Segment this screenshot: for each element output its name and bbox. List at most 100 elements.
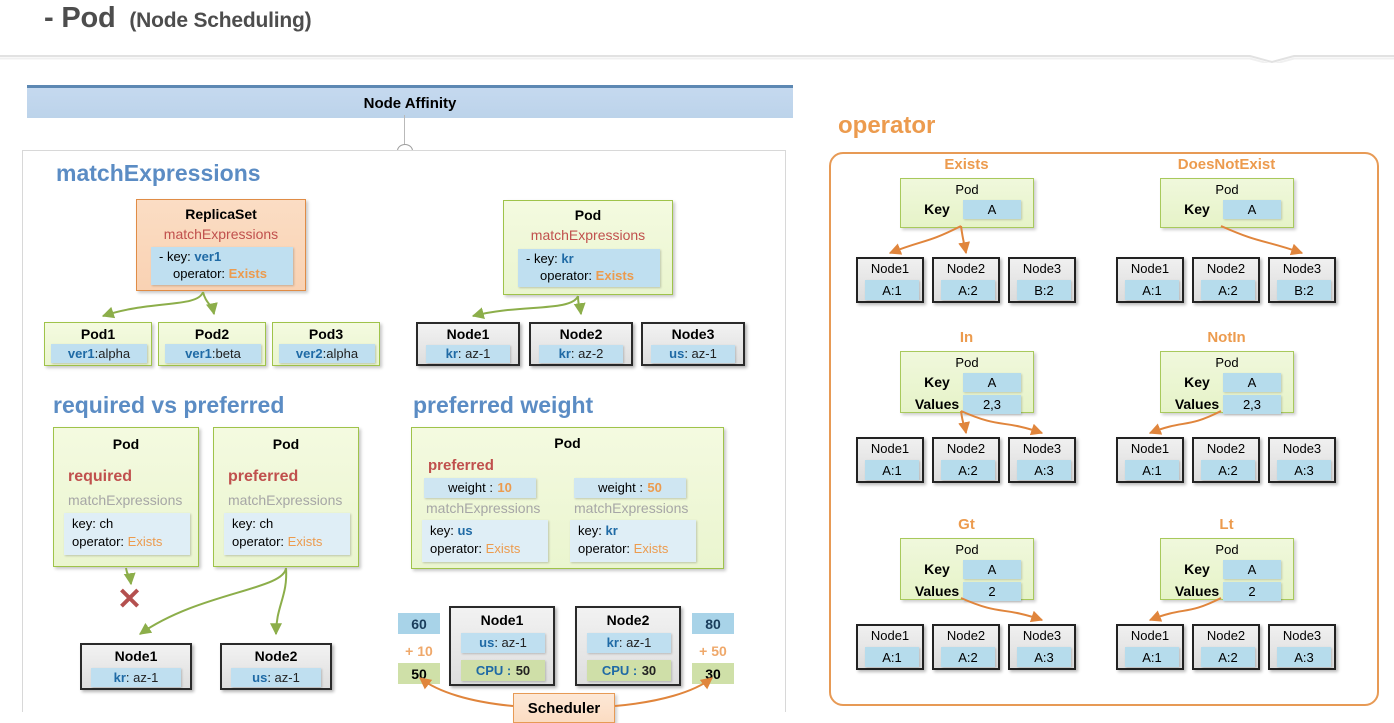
pw-node-2-cpu-label: CPU : — [601, 662, 638, 678]
operator-node-name: Node1 — [870, 441, 910, 456]
operator-node-name: Node3 — [1022, 261, 1062, 276]
pw-2-weight-value: 50 — [647, 480, 662, 495]
operator-node-chip: A:3 — [1277, 460, 1331, 480]
operator-node-chip: A:2 — [1201, 460, 1255, 480]
pod-3-title: Pod3 — [308, 326, 344, 342]
operator-node-chip: A:3 — [1017, 460, 1071, 480]
operator-pod-row-label: Values — [914, 583, 960, 599]
node-1-key: kr — [445, 346, 458, 361]
operator-pod-title: Pod — [955, 355, 979, 370]
preferred-weight-pod-box: Pod preferred weight : 10 matchExpressio… — [411, 427, 724, 569]
req-node-2-key: us — [252, 669, 268, 685]
header-divider — [0, 55, 1394, 63]
banner-connector-line — [404, 115, 405, 148]
pod-2-title: Pod2 — [194, 326, 230, 342]
operator-group-name-in: In — [959, 329, 974, 346]
operator-node-name: Node1 — [1130, 628, 1170, 643]
pw-mode-label: preferred — [428, 457, 494, 474]
operator-node-name: Node1 — [1130, 441, 1170, 456]
title-subtitle: (Node Scheduling) — [129, 9, 312, 32]
operator-node-chip: A:2 — [941, 280, 995, 300]
title-bullet: - — [44, 2, 54, 34]
operator-pod-row-label: Key — [924, 561, 950, 577]
required-pod-title: Pod — [112, 436, 140, 452]
pw-1-weight-label: weight : — [448, 480, 493, 495]
node-box-2: Node2 kr: az-2 — [529, 322, 633, 366]
operator-pod-row-label: Values — [1174, 396, 1220, 412]
pw-2-operator-value: Exists — [633, 541, 669, 556]
required-match-label: matchExpressions — [68, 492, 183, 508]
operator-pod-row-value: 2 — [1223, 581, 1281, 601]
node-affinity-label: Node Affinity — [363, 94, 457, 112]
pw-1-match-label: matchExpressions — [426, 500, 541, 516]
operator-pod-row-label: Key — [924, 201, 950, 217]
replicaset-operator-label: operator: — [173, 266, 226, 281]
section-heading-required-vs-preferred: required vs preferred — [53, 392, 285, 418]
scheduler-box: Scheduler — [513, 693, 615, 723]
required-operator-value: Exists — [127, 534, 163, 549]
node-1-title: Node1 — [446, 326, 490, 342]
replicaset-subtitle: matchExpressions — [163, 226, 279, 242]
replicaset-key-value: ver1 — [194, 249, 222, 264]
operator-node-chip: A:2 — [1201, 280, 1255, 300]
operator-node-name: Node3 — [1282, 628, 1322, 643]
pod-box-2: Pod2 ver1:beta — [158, 322, 266, 366]
section-heading-matchexpressions: matchExpressions — [56, 160, 261, 186]
req-target-node-1: Node1 kr: az-1 — [80, 643, 192, 690]
pw-1-weight-value: 10 — [497, 480, 512, 495]
req-target-node-2: Node2 us: az-1 — [220, 643, 332, 690]
pod-2-chip-key: ver1 — [185, 345, 212, 361]
preferred-operator-value: Exists — [287, 534, 323, 549]
req-node-2-title: Node2 — [254, 648, 298, 664]
pw-2-key-value: kr — [605, 523, 618, 538]
operator-node-chip: A:3 — [1017, 647, 1071, 667]
required-operator-label: operator: — [72, 534, 125, 549]
operator-node-chip: A:1 — [865, 280, 919, 300]
pod-match-subtitle: matchExpressions — [530, 227, 646, 243]
pod-match-key-label: - key: — [526, 251, 558, 266]
node-affinity-banner: Node Affinity — [27, 85, 793, 118]
required-pod-box: Pod required matchExpressions key: ch op… — [53, 427, 199, 567]
node-2-val: : az-2 — [570, 346, 604, 361]
operator-node-name: Node2 — [946, 628, 986, 643]
operator-group-name-lt: Lt — [1219, 516, 1234, 533]
pw-node-1-key: us — [479, 635, 495, 650]
operator-pod-row-label: Values — [1174, 583, 1220, 599]
operator-group-name-exists: Exists — [944, 156, 989, 173]
operator-node-chip: A:1 — [1125, 647, 1179, 667]
operator-node-name: Node2 — [946, 441, 986, 456]
pod-3-chip-key: ver2 — [295, 345, 323, 361]
operator-pod-row-value: A — [963, 559, 1021, 579]
operator-node-name: Node3 — [1282, 261, 1322, 276]
operator-pod-title: Pod — [1215, 182, 1239, 197]
pw-1-operator-value: Exists — [485, 541, 521, 556]
pod-1-chip-val: :alpha — [94, 345, 131, 361]
replicaset-title: ReplicaSet — [185, 206, 257, 222]
operator-pod-row-label: Key — [1184, 561, 1210, 577]
operator-group-name-notin: NotIn — [1207, 329, 1246, 346]
operator-pod-title: Pod — [955, 182, 979, 197]
req-node-1-key: kr — [113, 669, 126, 685]
pw-2-key-label: key: — [578, 523, 602, 538]
pod-1-title: Pod1 — [80, 326, 116, 342]
node-3-title: Node3 — [671, 326, 715, 342]
required-key-line: key: ch — [72, 516, 114, 531]
operator-node-name: Node2 — [1206, 441, 1246, 456]
pw-node-1-cpu-label: CPU : — [475, 662, 512, 678]
preferred-pod-box: Pod preferred matchExpressions key: ch o… — [213, 427, 359, 567]
